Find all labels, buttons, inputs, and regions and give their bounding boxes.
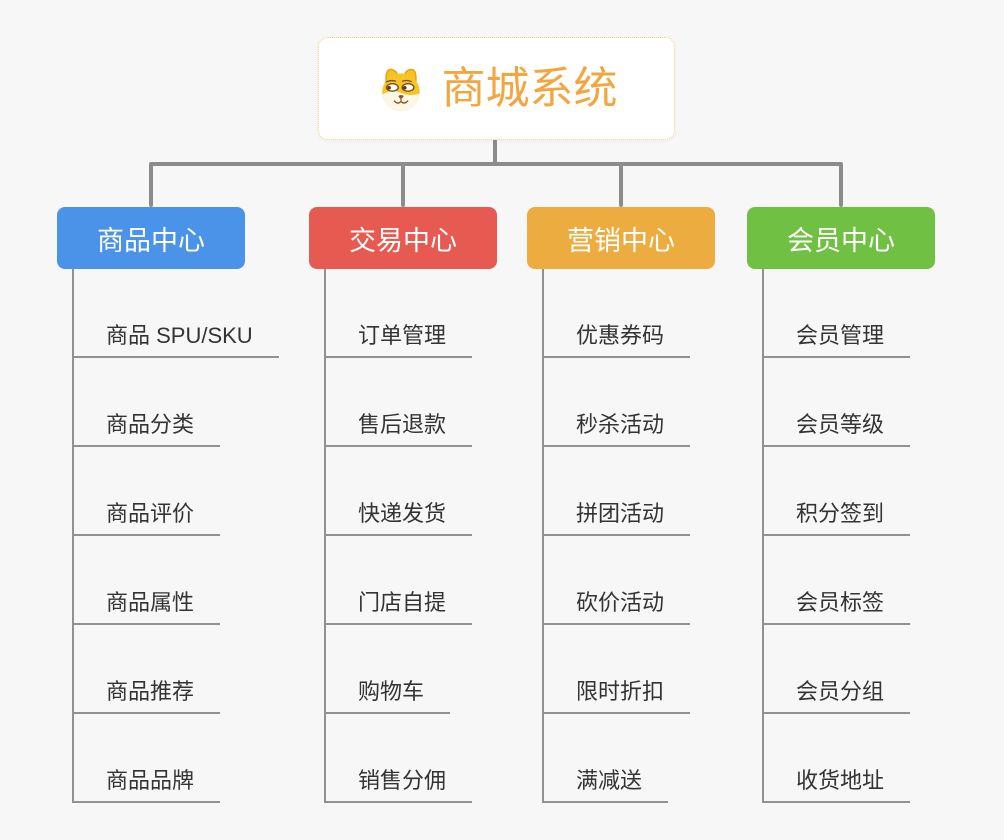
leaf-node[interactable]: 销售分佣 [324,714,473,803]
leaf-node[interactable]: 会员标签 [762,536,911,625]
branch-product-center: 商品中心 商品 SPU/SKU 商品分类 商品评价 商品属性 商品推荐 商品品牌 [57,207,279,803]
leaf-node[interactable]: 购物车 [324,625,451,714]
branch-label: 交易中心 [349,225,457,256]
leaf-node[interactable]: 会员管理 [762,269,911,358]
branch-node-product-center[interactable]: 商品中心 [57,207,245,269]
branch-connector-drop [401,164,405,207]
branch-items: 优惠券码 秒杀活动 拼团活动 砍价活动 限时折扣 满减送 [542,269,691,803]
root-connector-stem [493,139,497,165]
leaf-node[interactable]: 会员分组 [762,625,911,714]
branch-connector-drop [619,164,623,207]
root-node[interactable]: 商城系统 [318,37,675,140]
leaf-node[interactable]: 快递发货 [324,447,473,536]
leaf-node[interactable]: 收货地址 [762,714,911,803]
leaf-node[interactable]: 优惠券码 [542,269,691,358]
branch-marketing-center: 营销中心 优惠券码 秒杀活动 拼团活动 砍价活动 限时折扣 满减送 [527,207,727,803]
branch-vertical-line [324,269,326,803]
leaf-node[interactable]: 满减送 [542,714,669,803]
branch-vertical-line [72,269,74,803]
leaf-node[interactable]: 订单管理 [324,269,473,358]
leaf-node[interactable]: 砍价活动 [542,536,691,625]
branch-vertical-line [762,269,764,803]
leaf-node[interactable]: 商品评价 [72,447,221,536]
leaf-node[interactable]: 会员等级 [762,358,911,447]
leaf-node[interactable]: 商品 SPU/SKU [72,269,279,358]
branch-node-marketing-center[interactable]: 营销中心 [527,207,715,269]
branch-member-center: 会员中心 会员管理 会员等级 积分签到 会员标签 会员分组 收货地址 [747,207,947,803]
leaf-node[interactable]: 限时折扣 [542,625,691,714]
branch-vertical-line [542,269,544,803]
leaf-node[interactable]: 秒杀活动 [542,358,691,447]
root-title: 商城系统 [441,63,618,113]
branch-transaction-center: 交易中心 订单管理 售后退款 快递发货 门店自提 购物车 销售分佣 [309,207,509,803]
branch-items: 会员管理 会员等级 积分签到 会员标签 会员分组 收货地址 [762,269,911,803]
branch-connector-drop [839,164,843,207]
branch-label: 会员中心 [787,225,895,256]
branch-items: 商品 SPU/SKU 商品分类 商品评价 商品属性 商品推荐 商品品牌 [72,269,279,803]
leaf-node[interactable]: 积分签到 [762,447,911,536]
doge-face-icon [381,68,420,111]
branch-items: 订单管理 售后退款 快递发货 门店自提 购物车 销售分佣 [324,269,473,803]
root-connector-horizontal [149,162,843,166]
leaf-node[interactable]: 商品分类 [72,358,221,447]
branch-node-transaction-center[interactable]: 交易中心 [309,207,497,269]
branch-node-member-center[interactable]: 会员中心 [747,207,935,269]
leaf-node[interactable]: 商品推荐 [72,625,221,714]
leaf-node[interactable]: 售后退款 [324,358,473,447]
leaf-node[interactable]: 门店自提 [324,536,473,625]
leaf-node[interactable]: 拼团活动 [542,447,691,536]
branch-label: 商品中心 [97,225,205,256]
branch-connector-drop [149,164,153,207]
leaf-node[interactable]: 商品属性 [72,536,221,625]
branch-label: 营销中心 [567,225,675,256]
leaf-node[interactable]: 商品品牌 [72,714,221,803]
